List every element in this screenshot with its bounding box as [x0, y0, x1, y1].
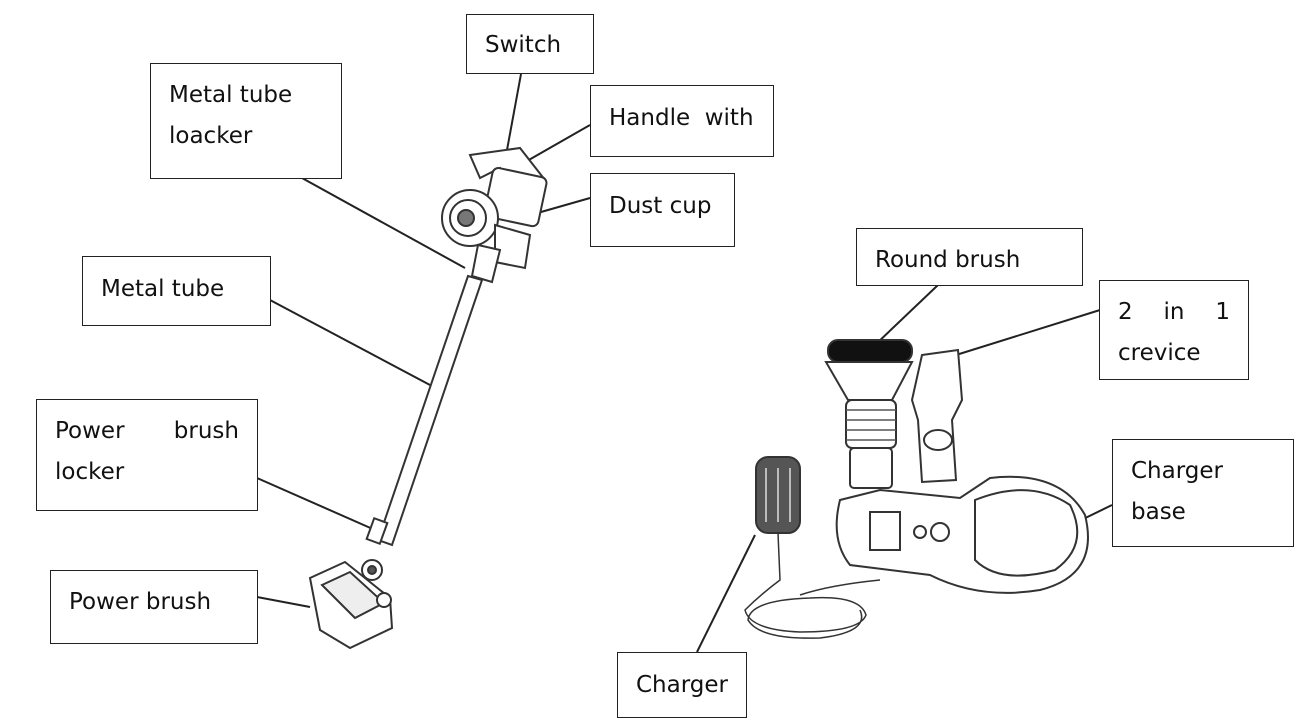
metal-tube — [376, 274, 484, 547]
label-power-brush-locker-line1: Power brush — [55, 411, 239, 452]
label-handle-with: Handle with — [590, 85, 774, 157]
label-metal-tube-text: Metal tube — [101, 276, 225, 302]
label-power-brush-locker-word1: Power — [55, 418, 125, 444]
label-power-brush: Power brush — [50, 570, 258, 644]
label-power-brush-locker: Power brush locker — [36, 399, 258, 511]
label-charger-base-line2: base — [1131, 499, 1186, 525]
label-charger-base-line1: Charger — [1131, 458, 1223, 484]
label-round-brush: Round brush — [856, 228, 1083, 286]
label-crevice-word2: in — [1163, 299, 1185, 325]
label-switch: Switch — [466, 14, 594, 74]
leader-crevice — [939, 309, 1101, 361]
round-brush-funnel — [824, 361, 914, 401]
leader-metal-tube — [269, 299, 431, 386]
label-charger-base: Charger base — [1112, 439, 1294, 547]
accessories-illustration — [744, 339, 1089, 639]
label-switch-text: Switch — [485, 32, 562, 58]
label-dust-cup-text: Dust cup — [609, 193, 712, 219]
label-crevice-word1: 2 — [1118, 299, 1133, 325]
label-metal-tube-locker: Metal tube loacker — [150, 63, 342, 179]
crevice-tool — [910, 348, 964, 484]
leader-power-brush — [256, 596, 311, 608]
label-charger-text: Charger — [636, 672, 728, 698]
label-crevice-line2: crevice — [1118, 340, 1201, 366]
label-dust-cup: Dust cup — [590, 173, 735, 247]
leader-round-brush — [874, 284, 939, 346]
charger-cable — [744, 532, 881, 639]
leader-metal-tube-locker — [301, 177, 466, 269]
vacuum-illustration — [308, 146, 548, 650]
label-2-in-1-crevice: 2 in 1 crevice — [1099, 280, 1249, 380]
leader-handle — [519, 124, 591, 166]
label-handle-with-text: Handle with — [609, 105, 754, 131]
leader-power-brush-locker — [256, 477, 376, 531]
label-round-brush-text: Round brush — [875, 247, 1021, 273]
label-metal-tube-locker-line1: Metal tube — [169, 82, 293, 108]
label-crevice-line1: 2 in 1 — [1118, 292, 1230, 333]
label-charger: Charger — [617, 652, 747, 718]
label-crevice-word3: 1 — [1215, 299, 1230, 325]
label-power-brush-locker-word2: brush — [173, 418, 239, 444]
vacuum-body — [483, 167, 548, 228]
label-power-brush-locker-line2: locker — [55, 459, 125, 485]
leader-charger — [696, 534, 756, 653]
round-brush-bristles — [827, 339, 913, 363]
label-metal-tube-locker-line2: loacker — [169, 123, 253, 149]
label-metal-tube: Metal tube — [82, 256, 271, 326]
label-power-brush-text: Power brush — [69, 589, 212, 615]
